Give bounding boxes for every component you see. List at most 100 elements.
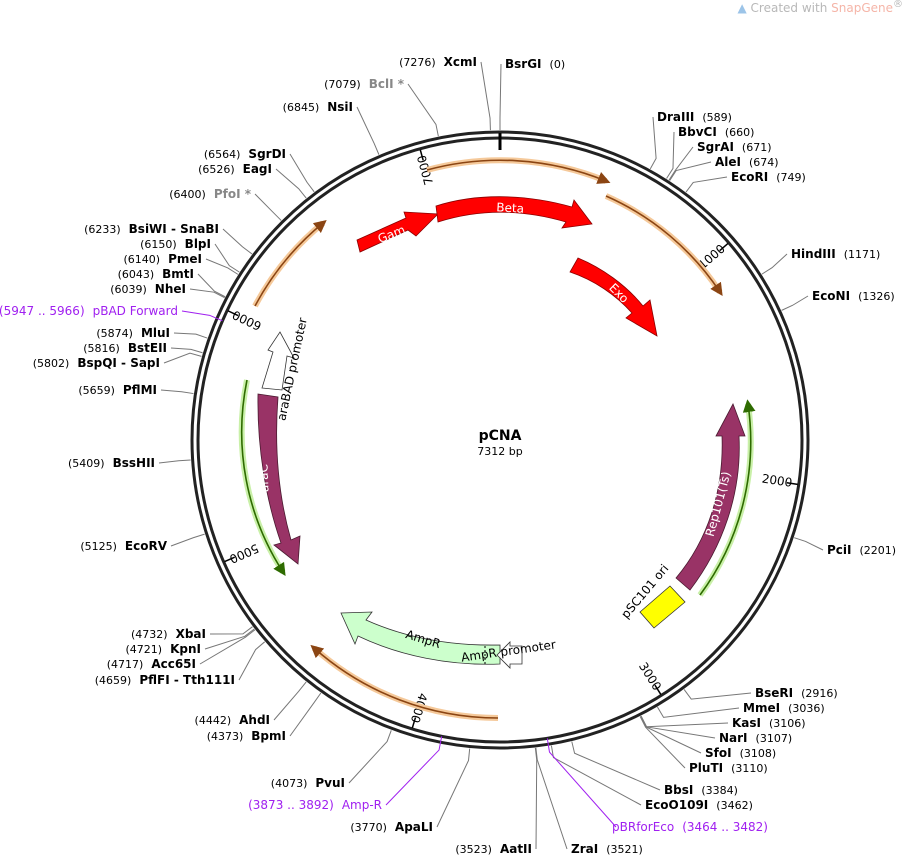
- feature-label-gam: Gam: [376, 222, 408, 246]
- site-label[interactable]: (7079)BclI *: [324, 77, 405, 91]
- site-label[interactable]: (2916)BseRI: [755, 686, 838, 700]
- site-leader: [666, 131, 675, 179]
- site-name: BpmI: [251, 729, 286, 743]
- site-label[interactable]: (5409)BssHII: [68, 456, 155, 470]
- site-label[interactable]: (6400)PfoI *: [169, 187, 251, 201]
- site-label[interactable]: (4732)XbaI: [131, 627, 206, 641]
- site-label[interactable]: (1326)EcoNI: [812, 289, 895, 303]
- site-position: (660): [725, 126, 755, 139]
- primer-label[interactable]: (3873 .. 3892)Amp-R: [248, 798, 382, 812]
- tick-label: 3000: [636, 660, 664, 693]
- tick-mark: [419, 149, 424, 161]
- feature-psc101-ori[interactable]: pSC101 ori: [618, 562, 686, 629]
- tick-mark: [224, 556, 236, 563]
- site-label[interactable]: (4721)KpnI: [126, 642, 201, 656]
- site-label[interactable]: (3110)PluTI: [689, 761, 768, 775]
- site-label[interactable]: (3770)ApaLI: [350, 820, 433, 834]
- site-name: XcmI: [444, 55, 477, 69]
- site-label[interactable]: (6233)BsiWI - SnaBI: [84, 222, 219, 236]
- site-leader: [173, 332, 208, 339]
- site-label[interactable]: (4659)PflFI - Tth111I: [95, 673, 235, 687]
- site-name: BssHII: [113, 456, 155, 470]
- primer-label[interactable]: (3464 .. 3482)pBRforEco: [612, 820, 768, 834]
- green-direction-arcs: [238, 379, 756, 597]
- site-leader: [535, 747, 568, 850]
- site-label[interactable]: (5802)BspQI - SapI: [33, 356, 160, 370]
- site-labels: (0)BsrGI (7276) XcmI (7079)BclI * (6845)NsiI…: [0, 55, 896, 856]
- feature-arac[interactable]: araC: [257, 393, 301, 565]
- site-label[interactable]: (3108)SfoI: [705, 746, 776, 760]
- site-label[interactable]: (4717) Acc65I: [107, 657, 196, 671]
- site-label[interactable]: (2201)PciI: [827, 543, 896, 557]
- site-label[interactable]: (0)BsrGI: [505, 57, 565, 71]
- site-leader: [639, 716, 686, 769]
- site-position: (3384): [701, 784, 738, 797]
- site-name: BlpI: [185, 237, 211, 251]
- site-position: (589): [702, 111, 732, 124]
- feature-beta[interactable]: Beta: [435, 196, 593, 229]
- site-position: (5125): [80, 540, 117, 553]
- site-name: AatII: [500, 842, 532, 856]
- site-name: Acc65I: [151, 657, 196, 671]
- site-label[interactable]: (5125)EcoRV: [80, 539, 167, 553]
- site-name: EcoNI: [812, 289, 850, 303]
- primer-range: (5947 .. 5966): [0, 304, 85, 318]
- site-label[interactable]: (3106)KasI: [732, 716, 806, 730]
- site-label[interactable]: (660)BbvCI: [678, 125, 754, 139]
- tick-mark: [786, 481, 798, 486]
- site-label[interactable]: (6140)PmeI: [124, 252, 202, 266]
- site-leader: [657, 706, 740, 718]
- plasmid-size: 7312 bp: [477, 445, 522, 458]
- site-label[interactable]: (3462)EcoO109I: [645, 798, 753, 812]
- site-label[interactable]: (4442)AhdI: [195, 713, 270, 727]
- site-label[interactable]: (674)AleI: [715, 155, 779, 169]
- site-label[interactable]: (6526)EagI: [198, 162, 272, 176]
- site-label[interactable]: (4373)BpmI: [207, 729, 286, 743]
- site-label[interactable]: (3384) BbsI: [664, 783, 738, 797]
- site-label[interactable]: (3523)AatII: [455, 842, 532, 856]
- site-label[interactable]: (749)EcoRI: [731, 170, 806, 184]
- site-position: (4717): [107, 658, 144, 671]
- primer-range: (3873 .. 3892): [248, 798, 334, 812]
- primer-label[interactable]: (5947 .. 5966)pBAD Forward: [0, 304, 178, 318]
- site-leader: [534, 747, 538, 850]
- site-leader: [794, 537, 824, 551]
- site-label[interactable]: (6845)NsiI: [283, 100, 353, 114]
- site-label[interactable]: (4073)PvuI: [271, 776, 345, 790]
- site-position: (6526): [198, 163, 235, 176]
- site-name: BseRI: [755, 686, 793, 700]
- site-label[interactable]: (3521)ZraI: [571, 842, 643, 856]
- site-position: (4073): [271, 777, 308, 790]
- site-name: BbsI: [664, 783, 693, 797]
- site-position: (6140): [124, 253, 161, 266]
- site-leader: [640, 715, 729, 728]
- primer-leader: [546, 738, 617, 828]
- site-name: SgrDI: [248, 147, 286, 161]
- site-label[interactable]: (671)SgrAI: [697, 140, 772, 154]
- site-leader: [275, 168, 307, 199]
- site-label[interactable]: (6043)BmtI: [118, 267, 194, 281]
- feature-gam[interactable]: Gam: [356, 211, 439, 253]
- site-label[interactable]: (5874)MluI: [96, 326, 170, 340]
- site-position: (6400): [169, 188, 206, 201]
- feature-rep101[interactable]: Rep101(Ts): [675, 403, 746, 591]
- site-label[interactable]: (3036)MmeI: [743, 701, 825, 715]
- tick-label: 6000: [230, 307, 264, 333]
- site-label[interactable]: (6564)SgrDI: [204, 147, 286, 161]
- site-label[interactable]: (6150)BlpI: [140, 237, 211, 251]
- tick-mark: [411, 717, 417, 729]
- site-label[interactable]: (5659)PflMI: [78, 383, 157, 397]
- site-label[interactable]: (6039)NheI: [110, 282, 186, 296]
- feature-exo[interactable]: Exo: [569, 257, 658, 337]
- snapgene-logo-icon: ▲: [737, 1, 747, 15]
- site-label[interactable]: (3107)NarI: [719, 731, 792, 745]
- site-position: (3462): [716, 799, 753, 812]
- site-label[interactable]: (1171)HindIII: [791, 247, 880, 261]
- tick-label: 2000: [761, 472, 793, 490]
- site-leader: [170, 533, 205, 547]
- site-label[interactable]: (589)DraIII: [657, 110, 732, 124]
- site-label[interactable]: (5816)BstEII: [83, 341, 167, 355]
- site-position: (7276): [399, 56, 436, 69]
- site-label[interactable]: (7276) XcmI: [399, 55, 477, 69]
